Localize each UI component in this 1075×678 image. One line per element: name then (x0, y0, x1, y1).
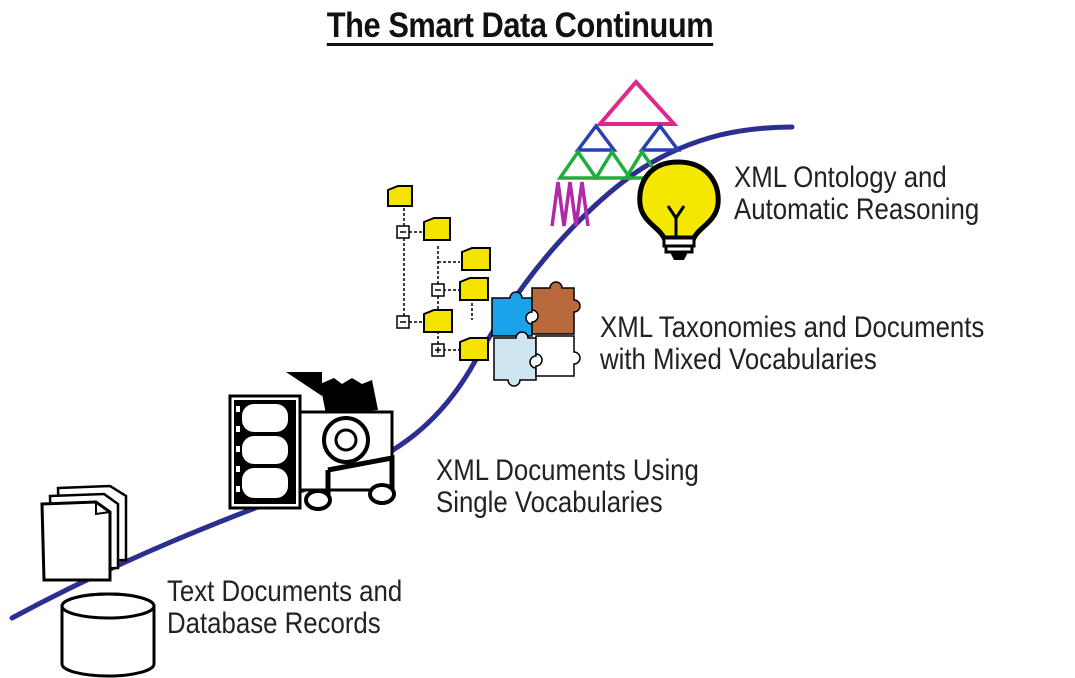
diagram-title: The Smart Data Continuum (326, 6, 714, 45)
stage-label-line: with Mixed Vocabularies (600, 343, 877, 376)
stage-label-line: XML Ontology and (734, 161, 947, 194)
stage-label-xml-single-vocab: XML Documents Using Single Vocabularies (436, 455, 699, 519)
film-strip-icon (228, 372, 322, 510)
folder-tree-icon (387, 185, 491, 361)
stage-label-line: Automatic Reasoning (734, 193, 980, 226)
stage-label-xml-ontology: XML Ontology and Automatic Reasoning (734, 162, 979, 226)
document-stack-icon (40, 484, 128, 582)
database-cylinder-icon (60, 592, 156, 678)
music-media-icon (298, 378, 396, 511)
lightbulb-icon (637, 159, 721, 260)
stage-label-text-documents: Text Documents and Database Records (167, 576, 402, 640)
stage-label-line: Text Documents and (167, 575, 403, 608)
stage-label-line: Database Records (167, 607, 381, 640)
stage-label-line: Single Vocabularies (436, 486, 663, 519)
stage-label-line: XML Taxonomies and Documents (600, 311, 985, 344)
puzzle-pieces-icon (491, 281, 581, 387)
stage-label-xml-taxonomies: XML Taxonomies and Documents with Mixed … (600, 312, 984, 376)
stage-label-line: XML Documents Using (436, 454, 699, 487)
